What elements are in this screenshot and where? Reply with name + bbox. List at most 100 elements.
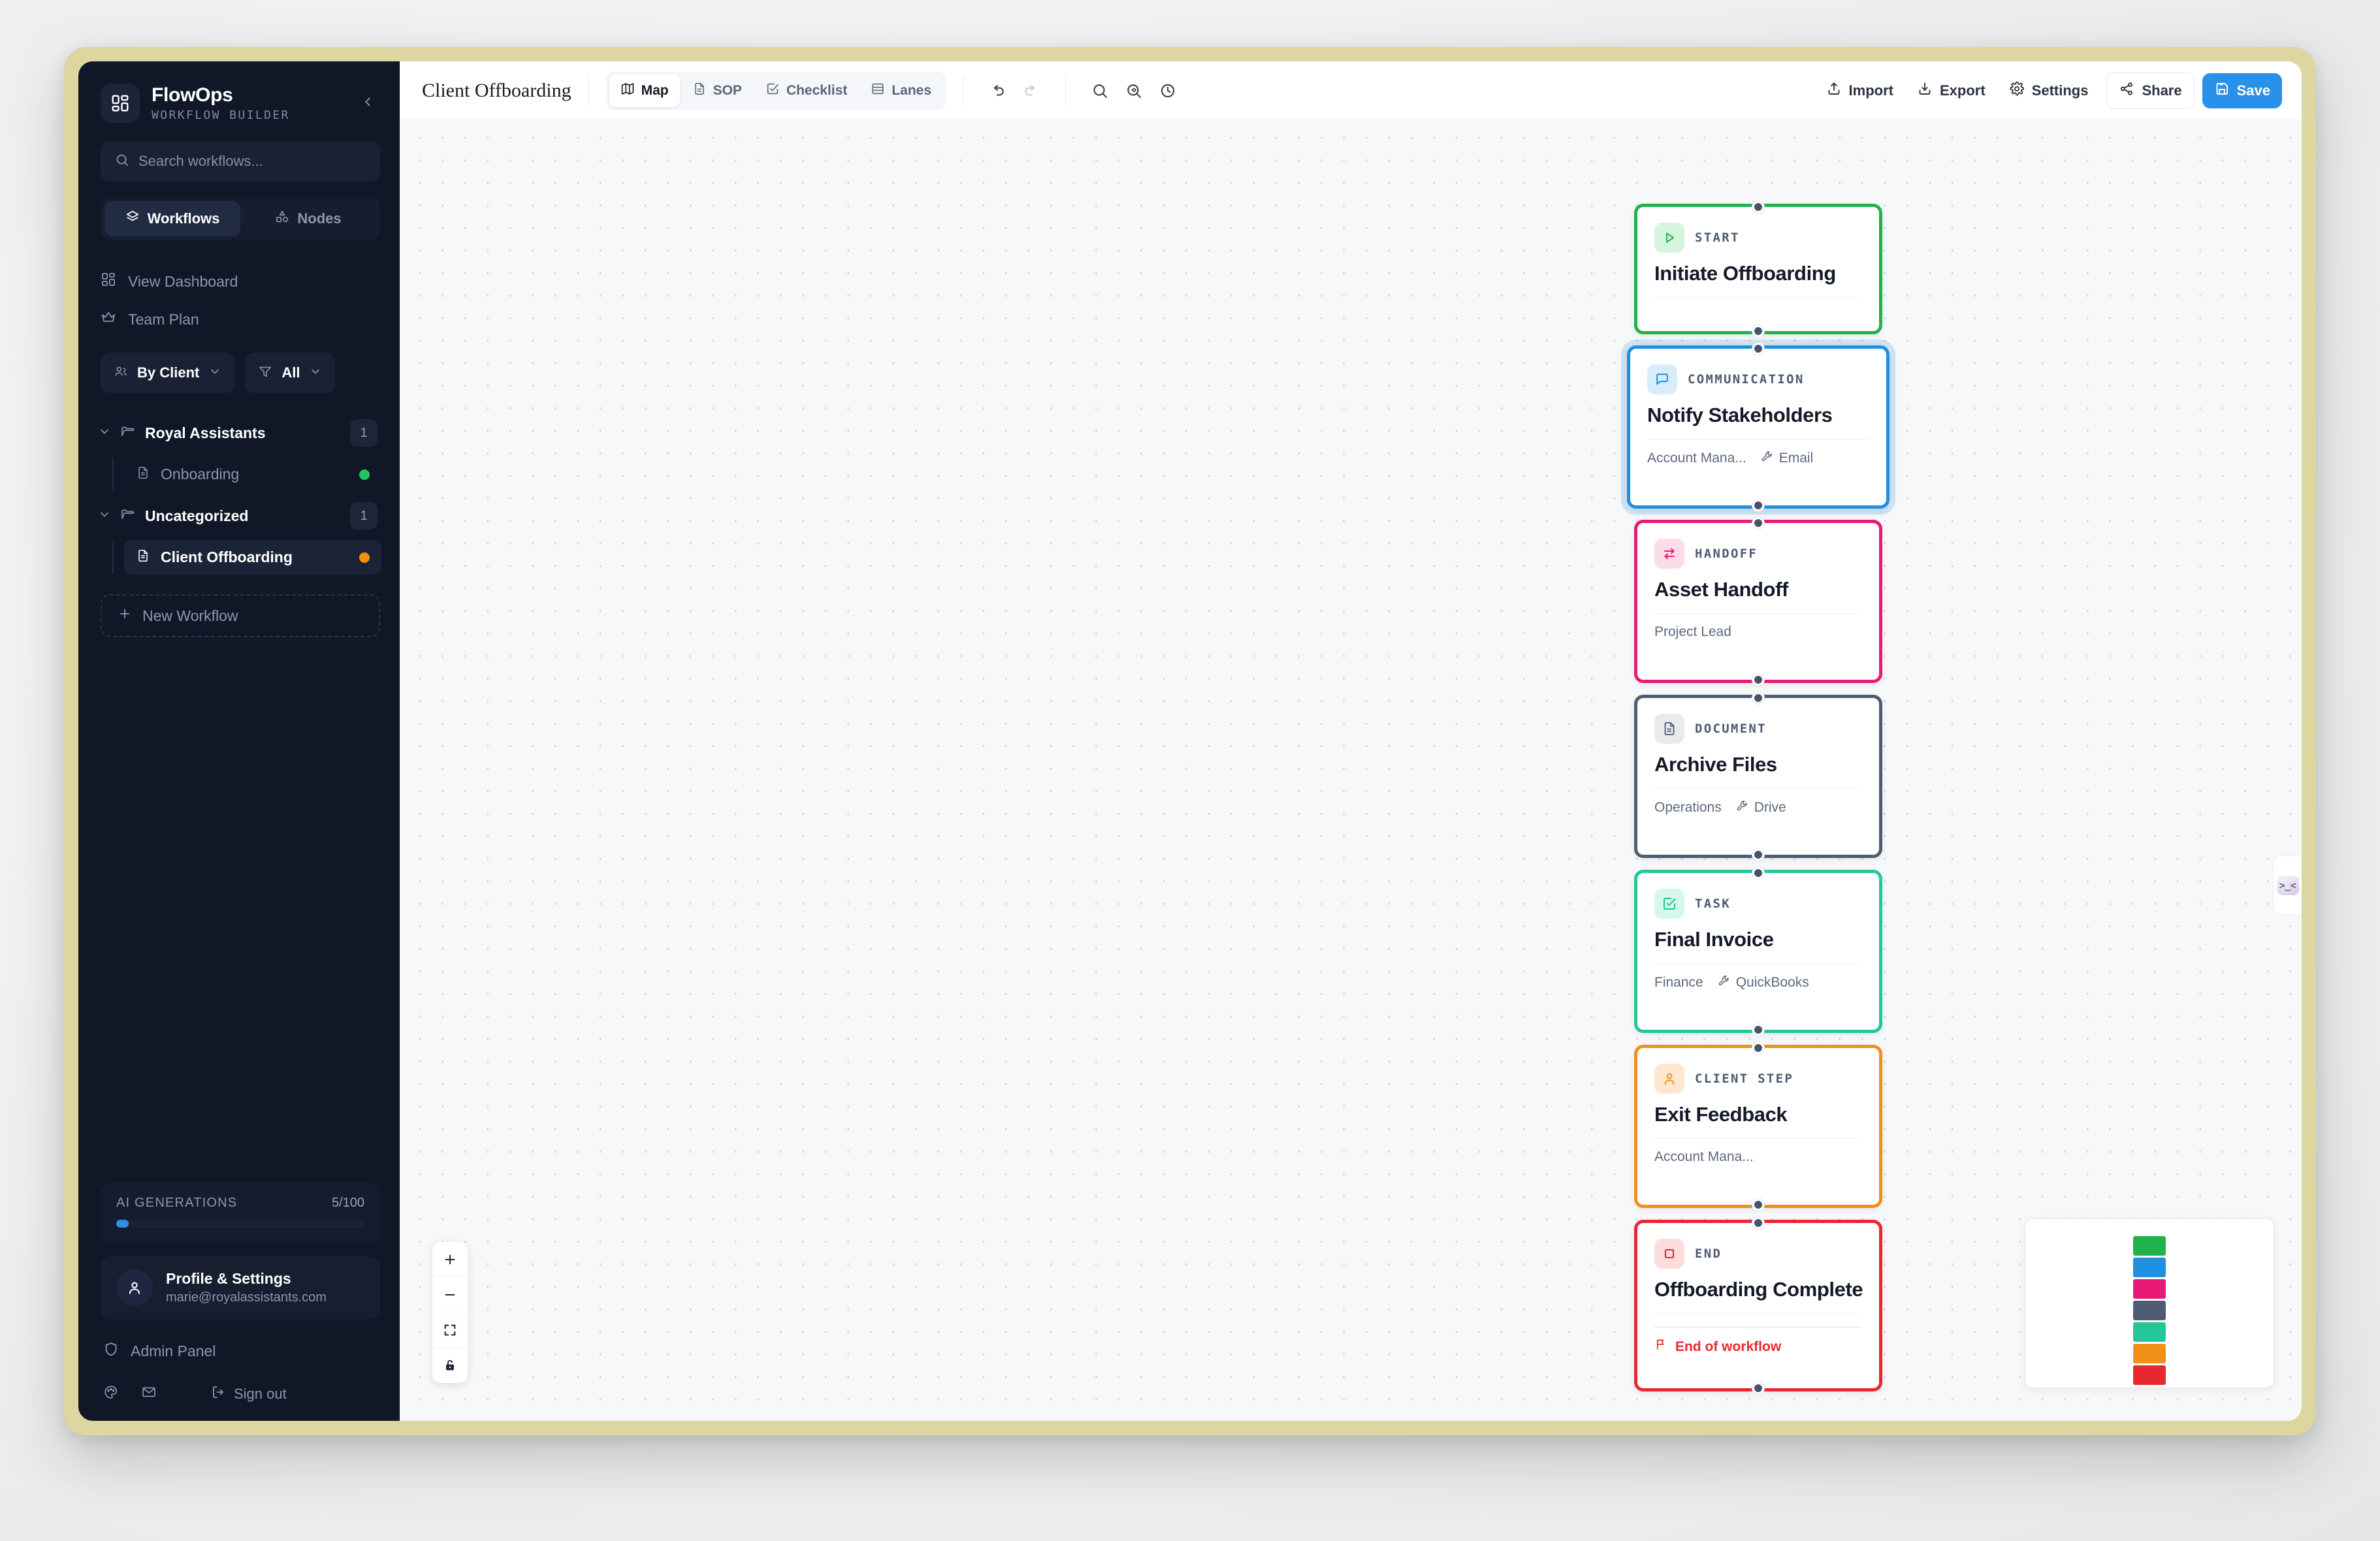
sidebar-item-team-plan[interactable]: Team Plan [78, 300, 400, 338]
ai-assistant-handle[interactable]: >‿< [2273, 855, 2302, 915]
node-title: Exit Feedback [1654, 1103, 1788, 1126]
workflow-canvas[interactable]: START Initiate Offboarding COMMUNICATION… [400, 120, 2302, 1421]
tab-lanes[interactable]: Lanes [860, 74, 942, 107]
node-handle-top[interactable] [1752, 1042, 1764, 1054]
workflow-node-communication[interactable]: COMMUNICATION Notify Stakeholders Accoun… [1627, 343, 1890, 511]
sidebar-item-view-dashboard[interactable]: View Dashboard [78, 262, 400, 300]
node-owner: Operations [1654, 800, 1722, 815]
node-kind: HANDOFF [1695, 547, 1758, 561]
folder-count-badge: 1 [350, 419, 378, 447]
crown-icon [101, 310, 116, 329]
minimap-node [2133, 1344, 2166, 1363]
tab-lanes-label: Lanes [892, 82, 932, 98]
chevron-left-icon[interactable] [355, 91, 380, 116]
chevron-down-icon [98, 425, 111, 441]
group-by-client-dropdown[interactable]: By Client [101, 353, 235, 393]
workflow-node-document[interactable]: DOCUMENT Archive Files Operations Drive [1634, 692, 1882, 861]
workflow-node-client-step[interactable]: CLIENT STEP Exit Feedback Account Mana..… [1634, 1042, 1882, 1211]
tree-folder-royal-assistants[interactable]: Royal Assistants 1 [78, 411, 400, 454]
new-workflow-button[interactable]: New Workflow [101, 594, 380, 637]
node-meta: Project Lead [1654, 624, 1862, 640]
sign-out-button[interactable]: Sign out [210, 1384, 287, 1404]
admin-panel-button[interactable]: Admin Panel [101, 1335, 380, 1367]
fit-view-button[interactable] [432, 1312, 468, 1348]
redo-icon[interactable] [1014, 74, 1048, 108]
zoom-in-button[interactable] [432, 1242, 468, 1277]
node-title: Final Invoice [1654, 928, 1774, 951]
minimap-node [2133, 1258, 2166, 1277]
node-title: Notify Stakeholders [1647, 404, 1833, 426]
node-handle-top[interactable] [1752, 692, 1764, 704]
minimap[interactable] [2025, 1218, 2274, 1388]
node-handle-top[interactable] [1752, 343, 1764, 355]
tab-workflows[interactable]: Workflows [105, 201, 240, 236]
tab-nodes[interactable]: Nodes [240, 201, 376, 236]
node-handle-bottom[interactable] [1752, 849, 1764, 861]
status-dot [359, 552, 370, 563]
ai-generations-progress-fill [116, 1220, 129, 1228]
page-title: Client Offboarding [422, 79, 571, 101]
tab-checklist[interactable]: Checklist [754, 74, 858, 107]
share-label: Share [2142, 82, 2182, 99]
node-title: Initiate Offboarding [1654, 262, 1836, 285]
node-kind: CLIENT STEP [1695, 1072, 1794, 1086]
profile-name: Profile & Settings [166, 1270, 291, 1287]
sidebar-item-label: Team Plan [128, 310, 199, 328]
share-button[interactable]: Share [2106, 72, 2195, 109]
export-button[interactable]: Export [1905, 73, 1997, 108]
divider [1654, 613, 1862, 614]
admin-panel-label: Admin Panel [131, 1342, 216, 1359]
palette-icon[interactable] [103, 1384, 119, 1404]
node-handle-bottom[interactable] [1752, 1382, 1764, 1394]
app-window-frame: FlowOps WORKFLOW BUILDER Search workflow… [64, 47, 2316, 1435]
tree-item-client-offboarding[interactable]: Client Offboarding [124, 540, 381, 575]
node-title: Archive Files [1654, 753, 1777, 776]
logout-icon [210, 1384, 226, 1404]
settings-button[interactable]: Settings [1997, 73, 2100, 108]
ai-generations-progress-track [116, 1220, 364, 1228]
profile-settings-button[interactable]: Profile & Settings marie@royalassistants… [101, 1256, 380, 1319]
node-handle-bottom[interactable] [1752, 325, 1764, 337]
save-button[interactable]: Save [2202, 72, 2282, 108]
filter-all-dropdown[interactable]: All [245, 353, 336, 393]
search-input[interactable]: Search workflows... [101, 141, 380, 182]
minimap-node [2133, 1322, 2166, 1342]
map-icon [620, 82, 635, 100]
node-handle-top[interactable] [1752, 201, 1764, 213]
tab-map[interactable]: Map [609, 74, 680, 107]
node-handle-top[interactable] [1752, 1217, 1764, 1229]
node-kind: COMMUNICATION [1688, 372, 1805, 387]
node-handle-top[interactable] [1752, 867, 1764, 879]
node-handle-bottom[interactable] [1752, 1199, 1764, 1211]
stop-square-icon [1654, 1239, 1684, 1269]
node-handle-bottom[interactable] [1752, 1024, 1764, 1036]
lock-toggle-button[interactable] [432, 1348, 468, 1383]
avatar [116, 1269, 153, 1306]
envelope-icon[interactable] [141, 1384, 157, 1404]
undo-icon[interactable] [980, 74, 1014, 108]
node-owner: Finance [1654, 975, 1703, 990]
workflow-node-end[interactable]: END Offboarding Complete End of workflow [1634, 1217, 1882, 1394]
node-handle-top[interactable] [1752, 517, 1764, 529]
node-handle-bottom[interactable] [1752, 500, 1764, 511]
tree-item-onboarding[interactable]: Onboarding [124, 457, 381, 492]
settings-label: Settings [2031, 82, 2089, 99]
search-icon[interactable] [1083, 74, 1117, 108]
workflow-node-task[interactable]: TASK Final Invoice Finance QuickBooks [1634, 867, 1882, 1036]
zoom-in-icon[interactable] [1117, 74, 1151, 108]
history-clock-icon[interactable] [1151, 74, 1185, 108]
workflow-node-handoff[interactable]: HANDOFF Asset Handoff Project Lead [1634, 517, 1882, 686]
workflow-node-start[interactable]: START Initiate Offboarding [1634, 201, 1882, 337]
search-placeholder: Search workflows... [138, 153, 263, 169]
import-button[interactable]: Import [1814, 73, 1905, 108]
brand-block: FlowOps WORKFLOW BUILDER [152, 84, 355, 122]
wrench-icon [1736, 799, 1749, 816]
tree-folder-uncategorized[interactable]: Uncategorized 1 [78, 494, 400, 537]
zoom-out-button[interactable] [432, 1277, 468, 1312]
tab-sop-label: SOP [713, 82, 742, 98]
users-icon [114, 364, 128, 382]
node-tool: Drive [1736, 799, 1786, 816]
node-handle-bottom[interactable] [1752, 674, 1764, 686]
tab-sop[interactable]: SOP [681, 74, 753, 107]
node-end-note-label: End of workflow [1675, 1339, 1782, 1354]
